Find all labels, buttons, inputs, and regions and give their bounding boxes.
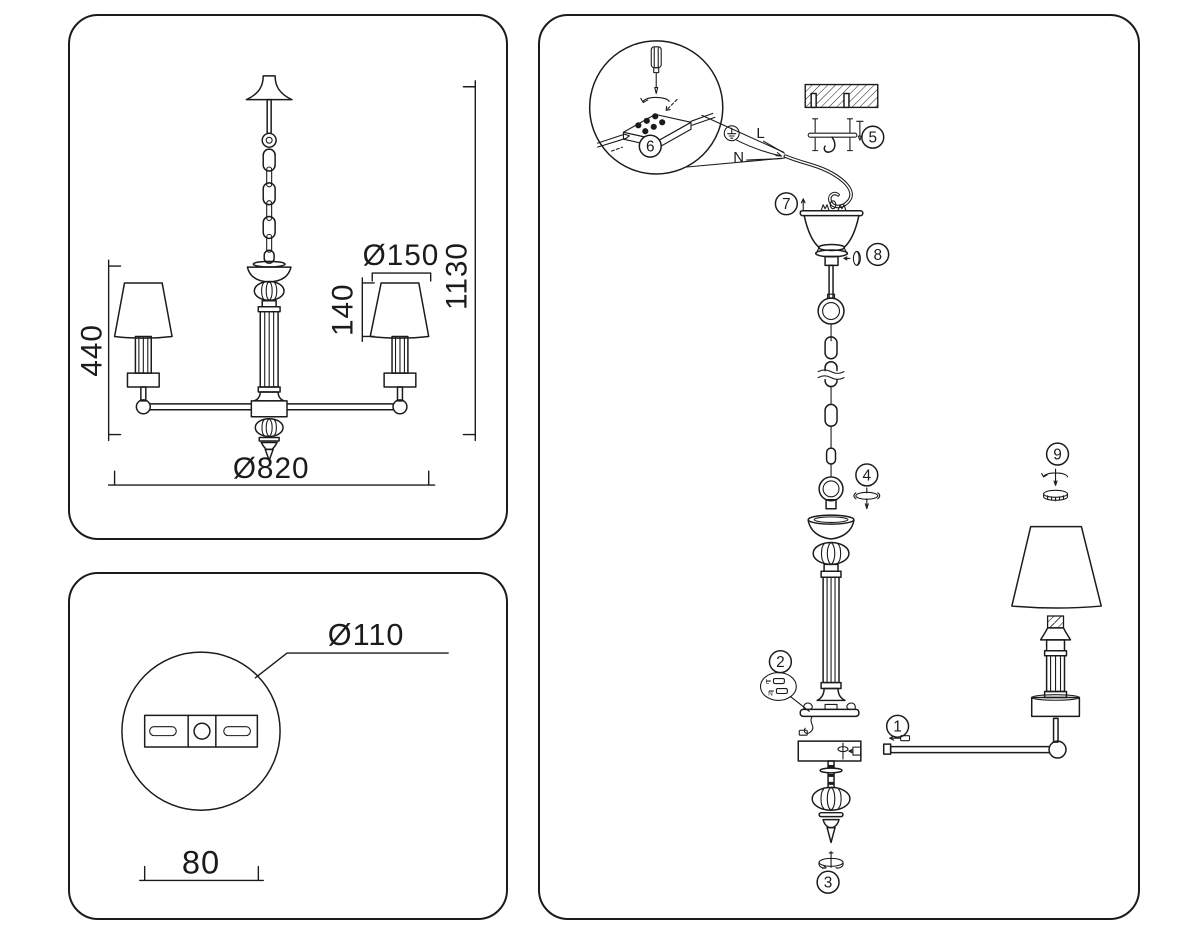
dim-hole-spacing-label: 80	[182, 844, 220, 881]
junction-body	[797, 740, 862, 762]
center-column	[246, 260, 292, 402]
callout-5-badge: 5	[861, 125, 885, 149]
terminal-block-detail: 6	[588, 40, 785, 175]
ceiling-hatch	[804, 83, 879, 109]
callout-7-badge: 7	[774, 192, 799, 216]
dim-shade-diameter-label: Ø150	[363, 239, 440, 272]
left-lamp	[113, 282, 173, 402]
assembly-panel: 6 L N	[538, 14, 1140, 920]
svg-text:L: L	[766, 679, 770, 686]
callout-6-badge: 6	[638, 134, 662, 158]
power-cable	[783, 154, 853, 210]
wing-nut-4-icon	[853, 487, 881, 510]
svg-text:2: 2	[776, 654, 785, 671]
front-view-drawing: 440 1130 Ø150 140 Ø820	[76, 75, 476, 486]
mount-plate-detail	[121, 651, 281, 811]
screwdriver-icon	[650, 46, 662, 95]
dim-shade-diameter: Ø150	[363, 239, 440, 282]
ring-nut-3-icon	[818, 850, 844, 869]
assembly-chain	[817, 293, 845, 510]
lower-finial-stack	[811, 760, 851, 844]
dim-span-diameter: Ø820	[107, 452, 436, 486]
svg-text:4: 4	[863, 467, 872, 484]
canopy-cup	[245, 75, 293, 135]
mount-detail-drawing: Ø110 80	[121, 618, 449, 882]
chain	[261, 132, 277, 264]
wire-connector-detail: L N	[759, 672, 810, 712]
dim-plate-diameter: Ø110	[254, 618, 449, 679]
canopy	[799, 204, 864, 299]
wing-nut-8-icon	[843, 250, 861, 266]
svg-text:N: N	[768, 690, 773, 697]
neutral-label: N	[733, 150, 744, 166]
svg-text:6: 6	[646, 139, 655, 156]
dim-shade-height-label: 140	[326, 283, 359, 336]
arm-bar	[135, 399, 408, 418]
live-label: L	[756, 126, 764, 142]
dim-plate-diameter-label: Ø110	[328, 618, 405, 652]
dim-shade-height: 140	[326, 277, 375, 343]
svg-text:3: 3	[824, 875, 833, 892]
wiring-labels: L N	[723, 125, 785, 166]
callout-8-badge: 8	[866, 242, 890, 267]
shade-ring-9-icon	[1041, 468, 1069, 502]
svg-text:9: 9	[1053, 447, 1062, 464]
candle-assembly	[1011, 525, 1102, 743]
callout-9-badge: 9	[1045, 442, 1070, 466]
callout-4-badge: 4	[855, 463, 879, 487]
front-view-panel: 440 1130 Ø150 140 Ø820	[68, 14, 508, 540]
rotate-arrow-icon	[640, 96, 670, 103]
dim-total-height-label: 1130	[440, 242, 473, 310]
dim-hole-spacing: 80	[139, 844, 264, 882]
mount-detail-panel: Ø110 80	[68, 572, 508, 920]
callout-1-badge: 1	[885, 714, 910, 738]
dim-body-height-label: 440	[76, 324, 109, 377]
hub-spider	[798, 702, 860, 736]
bottom-finial	[254, 417, 284, 462]
assembly-drawing: 6 L N	[588, 40, 1102, 894]
callout-2-badge: 2	[768, 650, 793, 674]
svg-text:8: 8	[873, 247, 882, 264]
right-lamp	[369, 282, 430, 402]
arm-part	[882, 735, 1067, 759]
center-column-assembly	[807, 514, 855, 702]
svg-text:5: 5	[868, 130, 877, 147]
ground-icon	[723, 125, 740, 142]
callout-3-badge: 3	[816, 870, 840, 894]
hook-plate	[807, 118, 864, 153]
dim-body-height: 440	[76, 259, 122, 442]
dim-total-height: 1130	[440, 80, 476, 442]
svg-text:7: 7	[782, 196, 791, 213]
screw-7-icon	[799, 198, 807, 213]
dim-span-diameter-label: Ø820	[233, 452, 310, 485]
svg-text:1: 1	[893, 719, 902, 736]
